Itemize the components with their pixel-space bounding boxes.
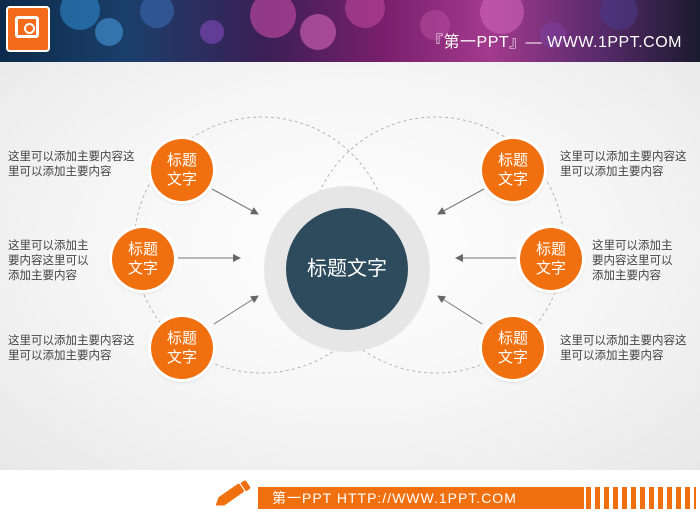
node-top-left: 标题文字 — [151, 139, 213, 201]
footer-url[interactable]: 第一PPT HTTP://WWW.1PPT.COM — [258, 487, 584, 509]
header-title: 『第一PPT』— WWW.1PPT.COM — [427, 34, 682, 51]
node-bottom-right: 标题文字 — [482, 317, 544, 379]
arrow-top-left — [211, 188, 259, 215]
node-mid-left: 标题文字 — [112, 228, 174, 290]
desc-mid-right: 这里可以添加主要内容这里可以添加主要内容 — [592, 240, 673, 282]
header-banner: 『第一PPT』— WWW.1PPT.COM — [0, 0, 700, 62]
arrow-bottom-left — [213, 295, 259, 325]
arrow-top-right — [437, 188, 485, 215]
node-mid-right: 标题文字 — [520, 228, 582, 290]
node-bottom-left: 标题文字 — [151, 317, 213, 379]
node-top-right: 标题文字 — [482, 139, 544, 201]
ppt-logo-icon — [6, 6, 50, 52]
desc-mid-left: 这里可以添加主要内容这里可以添加主要内容 — [8, 240, 89, 282]
desc-bottom-left: 这里可以添加主要内容这里可以添加主要内容 — [8, 335, 135, 362]
desc-bottom-right: 这里可以添加主要内容这里可以添加主要内容 — [560, 335, 687, 362]
footer-stripes — [586, 487, 696, 509]
desc-top-right: 这里可以添加主要内容这里可以添加主要内容 — [560, 151, 687, 178]
center-title: 标题文字 — [286, 208, 408, 330]
desc-top-left: 这里可以添加主要内容这里可以添加主要内容 — [8, 151, 135, 178]
arrow-bottom-right — [437, 295, 483, 325]
diagram-area: 标题文字 标题文字 标题文字 标题文字 标题文字 标题文字 标题文字 这里可以添… — [0, 62, 700, 470]
